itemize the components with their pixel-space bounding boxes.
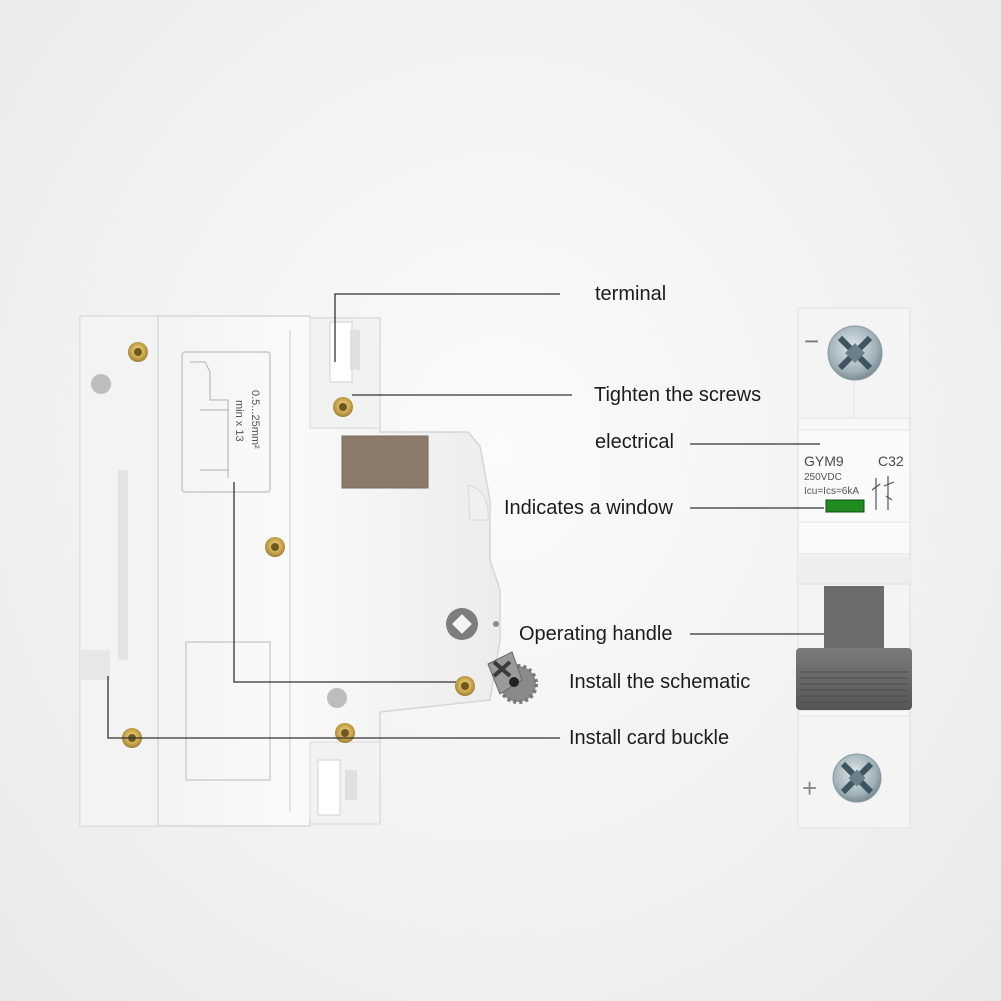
model-text: GYM9: [804, 453, 844, 469]
breaker-front-view: − GYM9 C32 250VDC Icu=Ics=6kA +: [796, 307, 912, 829]
breaking-capacity-text: Icu=Ics=6kA: [804, 486, 859, 497]
operating-handle: [796, 648, 912, 710]
leader-lines: [107, 293, 824, 739]
rating-label-patch: [342, 436, 428, 488]
callout-terminal: terminal: [595, 283, 667, 305]
callout-handle: Operating handle: [519, 623, 673, 645]
mounting-hole-bottom: [327, 688, 347, 708]
plus-sign: +: [802, 773, 817, 803]
leader-card-buckle: [107, 676, 560, 739]
voltage-text: 250VDC: [804, 472, 842, 483]
callout-window: Indicates a window: [504, 497, 673, 519]
handle-stem: [824, 586, 884, 648]
toggle-gear-icon: [487, 651, 538, 704]
strip-length-text: min x 13: [233, 400, 245, 442]
rating-text: C32: [878, 453, 904, 469]
breaker-side-view: 0.5...25mm² min x 13: [79, 315, 538, 827]
callout-card-buckle: Install card buckle: [569, 727, 730, 749]
wire-range-text: 0.5...25mm²: [249, 390, 261, 449]
callout-electrical: electrical: [595, 431, 674, 453]
leader-terminal: [334, 293, 560, 362]
status-window: [825, 499, 865, 513]
callout-tighten-screws: Tighten the screws: [594, 384, 762, 406]
embossed-wire-label: [181, 351, 271, 493]
leader-schematic: [233, 482, 456, 683]
embossed-lower-panel: [185, 641, 271, 781]
callout-schematic: Install the schematic: [569, 671, 751, 693]
minus-sign: −: [804, 326, 819, 356]
circuit-symbol-icon: [871, 476, 895, 510]
mounting-hole-top: [91, 374, 111, 394]
